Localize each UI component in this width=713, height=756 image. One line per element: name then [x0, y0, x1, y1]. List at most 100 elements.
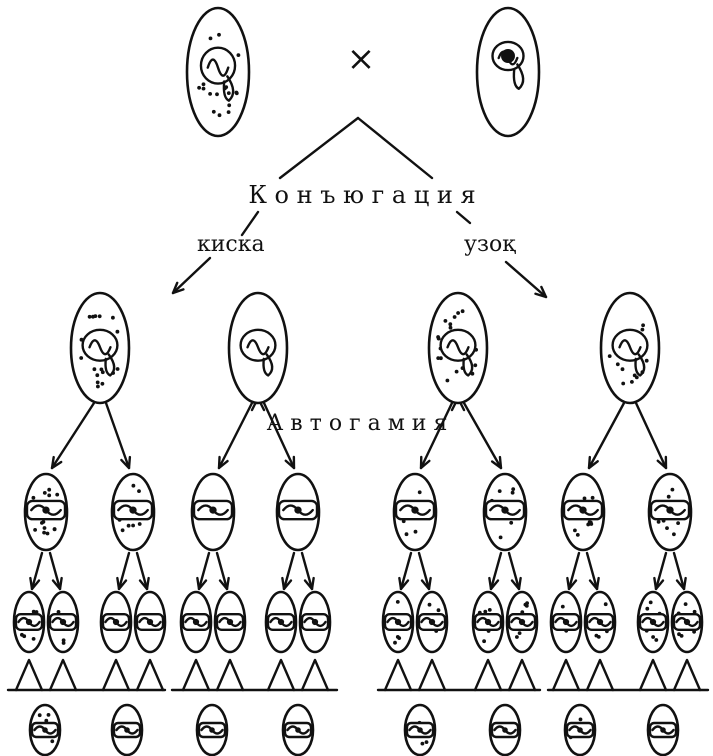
- micronucleus: [577, 727, 583, 733]
- label-short: киска: [197, 232, 265, 257]
- micronucleus: [417, 727, 423, 733]
- granule-dot: [201, 86, 206, 91]
- arrowhead: [488, 576, 500, 591]
- arrow-line: [217, 401, 254, 470]
- arrowhead: [490, 455, 503, 470]
- arrow-line: [672, 551, 686, 591]
- paramecium-cell: [563, 703, 597, 756]
- caret-mark: [383, 658, 413, 692]
- micronucleus: [112, 618, 120, 626]
- granule-dot: [510, 490, 515, 495]
- arrow-line: [48, 551, 62, 591]
- granule-dot: [115, 329, 120, 334]
- paramecium-cell: [482, 472, 528, 552]
- granule-dot: [654, 638, 659, 642]
- granule-dot: [47, 493, 52, 498]
- granule-dot: [670, 487, 675, 492]
- paramecium-cell: [110, 472, 156, 552]
- arrow-line: [419, 401, 454, 470]
- granule-dot: [92, 367, 97, 372]
- granule-dot: [46, 713, 51, 717]
- paramecium-cell: [275, 472, 321, 552]
- granule-dot: [517, 631, 522, 635]
- micronucleus: [666, 506, 674, 514]
- oral-groove: [104, 353, 116, 377]
- granule-dot: [234, 91, 239, 96]
- paramecium-cell: [475, 6, 541, 138]
- arrowhead: [281, 576, 293, 591]
- arrow-line: [30, 551, 44, 591]
- caret-mark: [14, 658, 44, 692]
- granule-dot: [100, 381, 105, 386]
- arrowhead: [171, 281, 185, 295]
- granule-dot: [31, 637, 36, 641]
- granule-dot: [511, 487, 516, 491]
- arrowhead: [510, 576, 522, 591]
- granule-dot: [666, 494, 671, 499]
- arrowhead: [217, 455, 229, 470]
- arrow-line: [417, 551, 431, 591]
- granule-dot: [582, 496, 587, 501]
- granule-dot: [87, 314, 92, 319]
- arrowhead: [138, 576, 150, 591]
- arrowhead: [398, 576, 410, 591]
- paramecium-cell: [670, 590, 704, 654]
- connector-line: [455, 210, 472, 225]
- oral-groove: [262, 353, 274, 377]
- arrowhead: [284, 455, 296, 470]
- granule-dot: [55, 492, 60, 497]
- granule-dot: [197, 85, 202, 90]
- granule-dot: [42, 526, 47, 530]
- granule-dot: [487, 608, 492, 612]
- granule-dot: [99, 367, 104, 372]
- granule-dot: [524, 604, 529, 608]
- granule-dot: [590, 495, 595, 500]
- granule-dot: [483, 609, 488, 614]
- granule-dot: [413, 529, 418, 534]
- granule-dot: [111, 315, 115, 320]
- granule-dot: [641, 323, 645, 328]
- paramecium-cell: [403, 703, 437, 756]
- granule-dot: [448, 322, 453, 327]
- granule-dot: [443, 319, 448, 323]
- arrowhead: [675, 576, 687, 591]
- granule-dot: [672, 532, 676, 537]
- arrowhead: [50, 455, 63, 470]
- granule-dot: [95, 373, 100, 378]
- caret-mark: [215, 658, 245, 692]
- micronucleus: [295, 727, 301, 733]
- granule-dot: [226, 91, 231, 95]
- label-conjugation: К о н ъ ю г а ц и я: [248, 181, 475, 209]
- granule-dot: [50, 739, 55, 744]
- oral-groove: [222, 75, 235, 102]
- granule-dot: [620, 367, 625, 372]
- arrow-line: [567, 551, 581, 591]
- granule-dot: [445, 378, 450, 383]
- micronucleus: [129, 506, 137, 514]
- arrow-line: [171, 256, 212, 295]
- paramecium-cell: [179, 590, 213, 654]
- arrowhead: [116, 576, 128, 591]
- micronucleus: [394, 618, 402, 626]
- granule-dot: [211, 109, 216, 114]
- paramecium-cell: [227, 291, 289, 405]
- granule-dot: [615, 362, 620, 367]
- granule-dot: [215, 92, 219, 97]
- micronucleus: [683, 618, 691, 626]
- caret-mark: [551, 658, 581, 692]
- micronucleus: [579, 506, 587, 514]
- granule-dot: [454, 369, 459, 374]
- arrow-line: [462, 401, 503, 470]
- granule-dot: [236, 53, 241, 57]
- micronucleus: [42, 506, 50, 514]
- paramecium-cell: [23, 472, 69, 552]
- macronucleus-texture: [246, 339, 270, 356]
- oral-groove: [462, 353, 474, 377]
- granule-dot: [120, 528, 125, 533]
- granule-dot: [42, 491, 47, 495]
- cell-group: [12, 6, 704, 756]
- paramecium-cell: [647, 472, 693, 552]
- granule-dot: [52, 527, 57, 531]
- paramecium-cell: [505, 590, 539, 654]
